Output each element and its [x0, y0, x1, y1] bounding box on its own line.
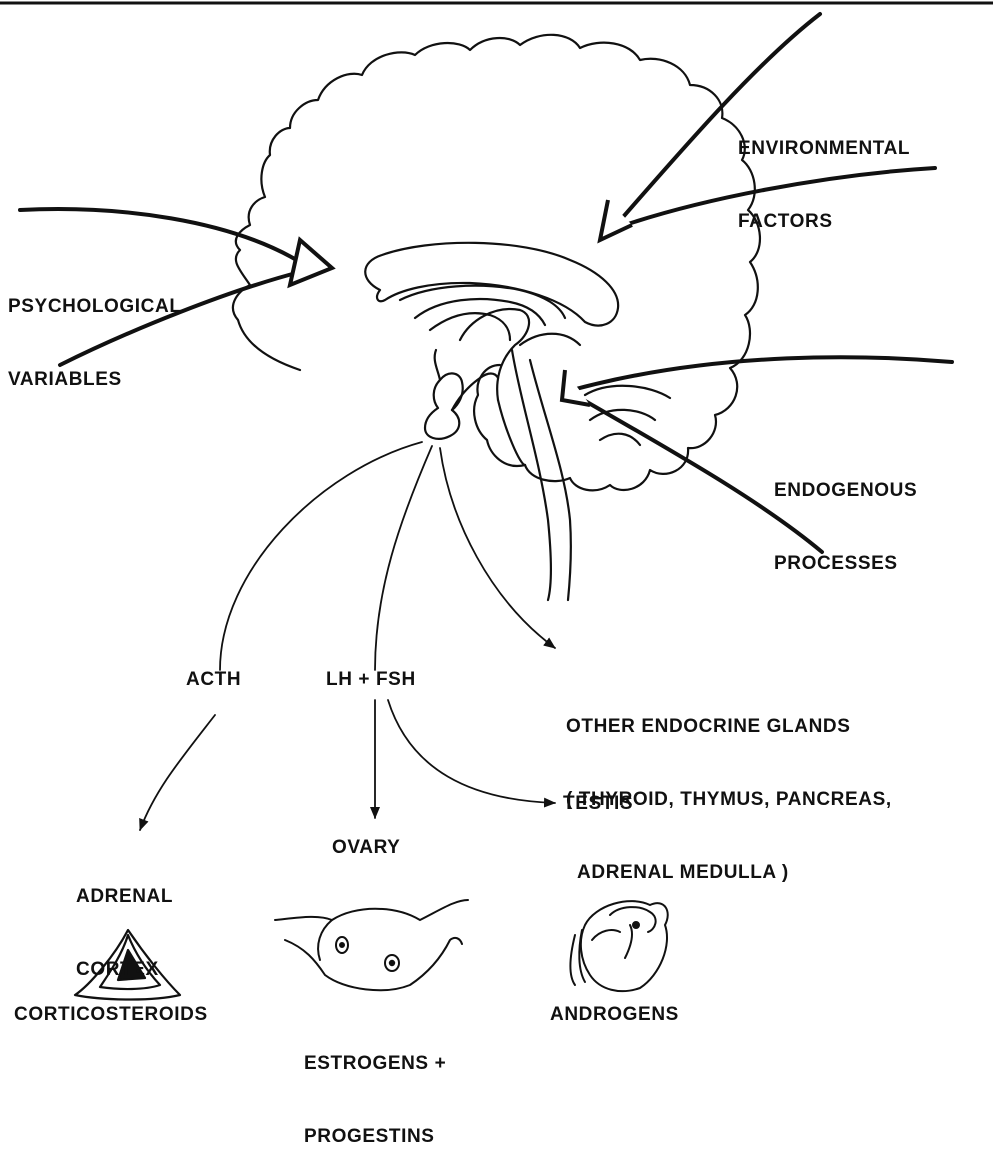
label-estrogens-line2: PROGESTINS — [304, 1125, 446, 1149]
label-endogenous-processes: ENDOGENOUS PROCESSES — [774, 430, 917, 600]
label-adrenal-cortex: ADRENAL CORTEX — [76, 836, 173, 1006]
label-other-endocrine-glands: OTHER ENDOCRINE GLANDS ( THYROID, THYMUS… — [566, 666, 892, 909]
label-other-line3: ADRENAL MEDULLA ) — [566, 861, 892, 885]
label-other-line1: OTHER ENDOCRINE GLANDS — [566, 715, 892, 739]
arrow-to-adrenal — [140, 715, 215, 830]
line-lhfsh — [375, 446, 432, 670]
label-environmental-line2: FACTORS — [738, 210, 910, 234]
label-ovary: OVARY — [332, 836, 400, 860]
label-acth: ACTH — [186, 668, 241, 692]
ovary-icon — [275, 900, 468, 990]
label-psychological-line1: PSYCHOLOGICAL — [8, 295, 182, 319]
label-psychological-variables: PSYCHOLOGICAL VARIABLES — [8, 246, 182, 416]
label-adrenal-line1: ADRENAL — [76, 885, 173, 909]
label-psychological-line2: VARIABLES — [8, 368, 182, 392]
label-testis: TESTIS — [563, 792, 633, 816]
hormone-pathways — [140, 442, 555, 830]
label-corticosteroids: CORTICOSTEROIDS — [14, 1003, 208, 1027]
brain-illustration — [233, 35, 760, 600]
label-environmental-factors: ENVIRONMENTAL FACTORS — [738, 88, 910, 258]
label-estrogens-progestins: ESTROGENS + PROGESTINS — [304, 1003, 446, 1173]
label-endogenous-line2: PROCESSES — [774, 552, 917, 576]
arrow-to-testis — [388, 700, 555, 803]
label-estrogens-line1: ESTROGENS + — [304, 1052, 446, 1076]
input-arrowheads — [290, 200, 632, 405]
testis-icon — [570, 901, 667, 991]
label-endogenous-line1: ENDOGENOUS — [774, 479, 917, 503]
pituitary — [425, 373, 463, 438]
label-adrenal-line2: CORTEX — [76, 958, 173, 982]
label-lh-fsh: LH + FSH — [326, 668, 416, 692]
label-environmental-line1: ENVIRONMENTAL — [738, 137, 910, 161]
label-androgens: ANDROGENS — [550, 1003, 679, 1027]
